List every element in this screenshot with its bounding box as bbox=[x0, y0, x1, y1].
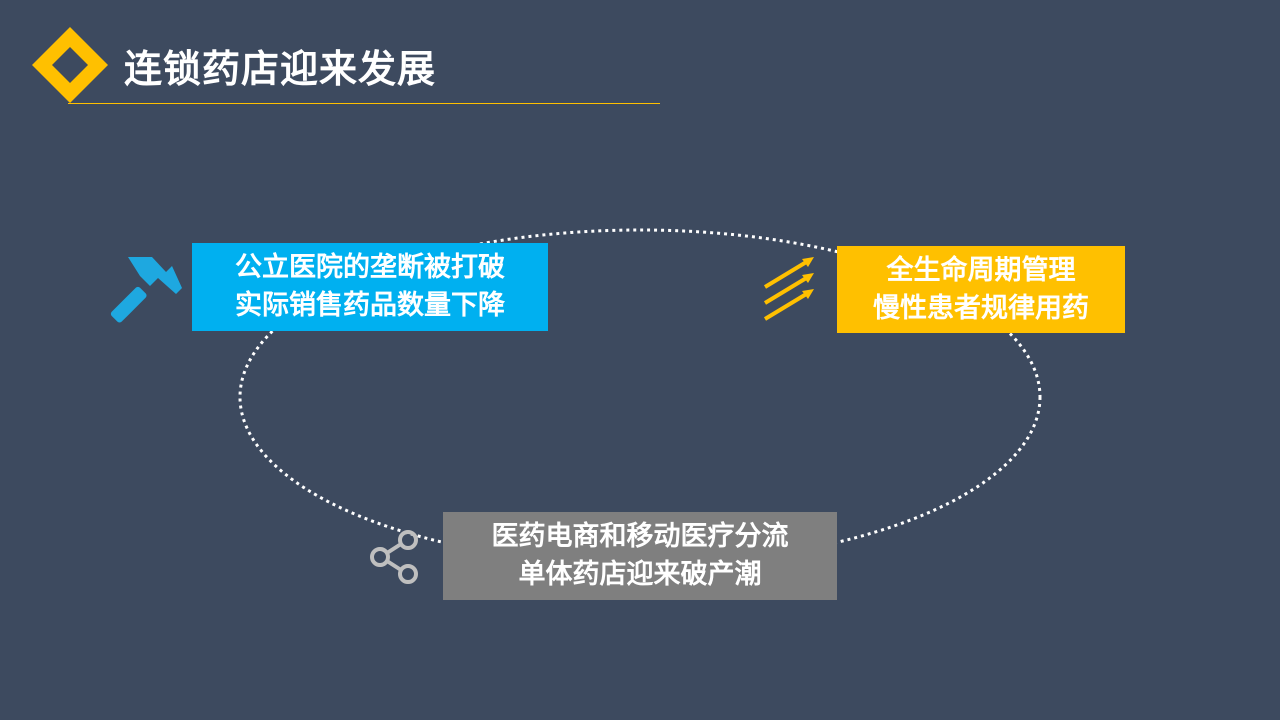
card-line-2: 单体药店迎来破产潮 bbox=[518, 559, 762, 590]
diamond-logo-icon bbox=[32, 27, 108, 103]
card-line-1: 全生命周期管理 bbox=[886, 254, 1076, 286]
card-line-2: 实际销售药品数量下降 bbox=[235, 290, 505, 321]
card-ecommerce-diversion: 医药电商和移动医疗分流 单体药店迎来破产潮 bbox=[443, 512, 837, 600]
card-lifecycle-management: 全生命周期管理 慢性患者规律用药 bbox=[837, 246, 1125, 333]
share-icon bbox=[370, 530, 418, 584]
card-hospital-monopoly: 公立医院的垄断被打破 实际销售药品数量下降 bbox=[192, 243, 548, 331]
title-underline bbox=[68, 103, 660, 104]
page-title: 连锁药店迎来发展 bbox=[124, 47, 437, 91]
hammer-icon bbox=[110, 257, 182, 323]
card-line-1: 公立医院的垄断被打破 bbox=[235, 252, 505, 283]
card-line-2: 慢性患者规律用药 bbox=[873, 292, 1089, 324]
card-line-1: 医药电商和移动医疗分流 bbox=[491, 521, 789, 552]
arrows-icon bbox=[763, 257, 814, 321]
